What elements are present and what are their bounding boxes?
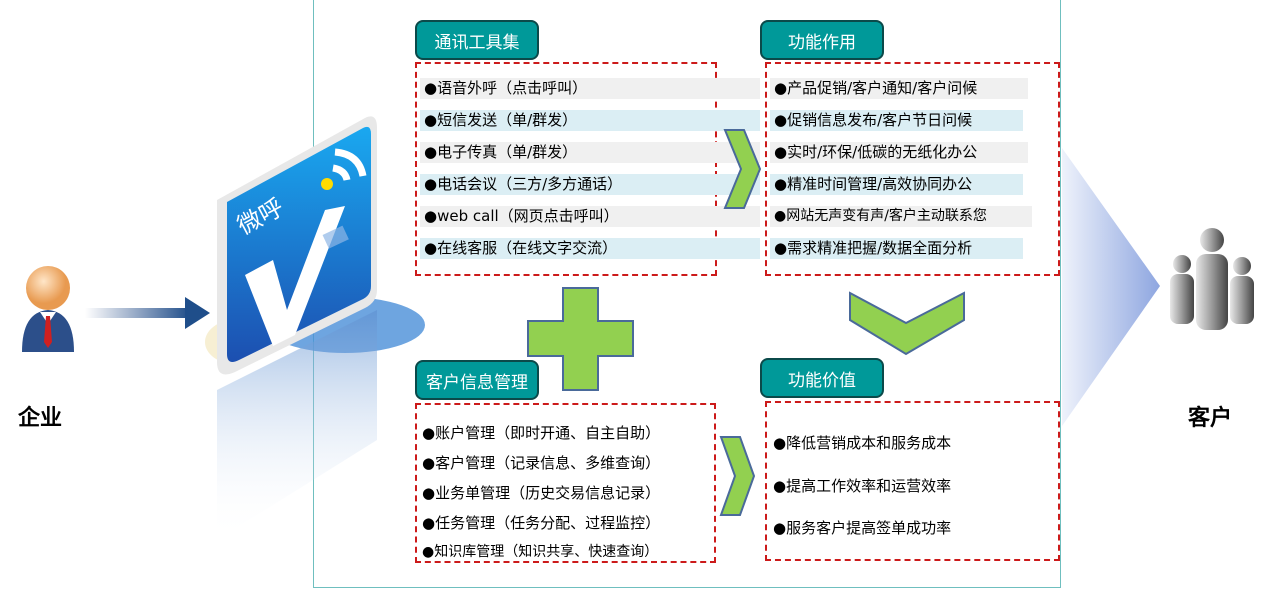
functions-item: ●实时/环保/低碳的无纸化办公 <box>770 142 1028 163</box>
big-arrow-icon <box>1062 148 1160 426</box>
chevron-down-icon <box>849 291 965 356</box>
tools-item: ●语音外呼（点击呼叫） <box>420 78 760 99</box>
tools-item: ●短信发送（单/群发） <box>420 110 760 131</box>
tools-item: ●电子传真（单/群发） <box>420 142 760 163</box>
crm-box <box>415 403 716 563</box>
tools-tag: 通讯工具集 <box>415 20 539 60</box>
functions-item: ●促销信息发布/客户节日问候 <box>770 110 1023 131</box>
crm-item: ●知识库管理（知识共享、快速查询） <box>422 544 659 560</box>
functions-box <box>765 62 1060 276</box>
tools-box <box>415 62 717 276</box>
customers-people-icon <box>1170 228 1254 330</box>
value-tag: 功能价值 <box>760 358 884 398</box>
crm-item: ●账户管理（即时开通、自主自助） <box>422 424 661 442</box>
crm-item: ●客户管理（记录信息、多维查询） <box>422 454 661 472</box>
value-item: ●提高工作效率和运营效率 <box>773 477 952 495</box>
tools-item: ●web call（网页点击呼叫） <box>420 206 760 227</box>
enterprise-person-icon <box>22 266 74 352</box>
functions-item: ●产品促销/客户通知/客户问候 <box>770 78 1028 99</box>
crm-item: ●业务单管理（历史交易信息记录） <box>422 484 661 502</box>
functions-item: ●精准时间管理/高效协同办公 <box>770 174 1023 195</box>
enterprise-label: 企业 <box>18 406 63 431</box>
value-item: ●服务客户提高签单成功率 <box>773 519 952 537</box>
functions-item: ●需求精准把握/数据全面分析 <box>770 238 1023 259</box>
chevron-right-icon <box>719 436 756 516</box>
plus-icon <box>527 287 634 391</box>
arrow-right-icon <box>85 297 210 329</box>
tools-item: ●电话会议（三方/多方通话） <box>420 174 760 195</box>
crm-tag: 客户信息管理 <box>415 360 539 400</box>
weihu-logo: 微呼 <box>205 116 425 540</box>
customers-label: 客户 <box>1188 406 1233 431</box>
chevron-right-icon <box>723 129 762 209</box>
crm-item: ●任务管理（任务分配、过程监控） <box>422 514 661 532</box>
tools-item: ●在线客服（在线文字交流） <box>420 238 760 259</box>
value-box <box>765 401 1060 561</box>
functions-tag: 功能作用 <box>760 20 884 60</box>
value-item: ●降低营销成本和服务成本 <box>773 434 952 452</box>
functions-item: ●网站无声变有声/客户主动联系您 <box>770 206 1032 227</box>
